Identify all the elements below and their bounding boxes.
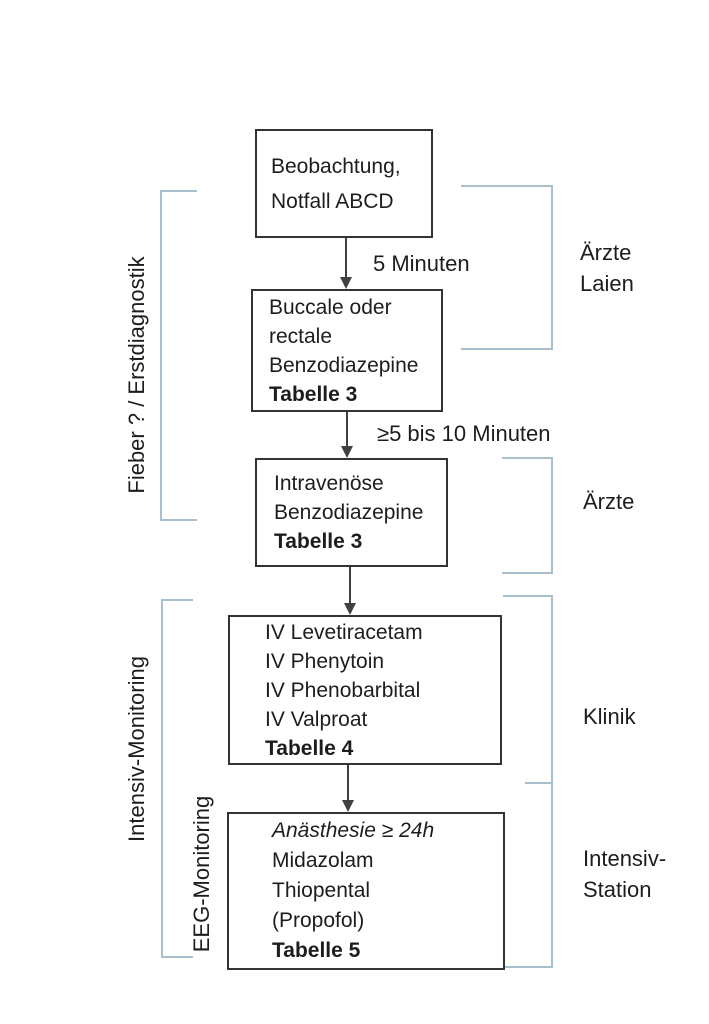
right-label-klinik: Klinik: [583, 704, 636, 729]
arrow-down-icon: [342, 800, 354, 812]
flow-box-anaesthesie: Anästhesie ≥ 24h Midazolam Thiopental (P…: [227, 812, 505, 970]
right-label-aerzte-laien: Ärzte Laien: [580, 237, 634, 299]
box-text-line: IV Phenobarbital: [265, 678, 421, 702]
box-text-line: (Propofol): [272, 909, 365, 932]
box-text-line: rectale: [269, 324, 333, 348]
right-label-intensiv-station: Intensiv- Station: [583, 843, 666, 905]
box-text-line: Notfall ABCD: [271, 189, 394, 213]
box-text-line: Benzodiazepine: [269, 353, 419, 377]
box-text-line: IV Valproat: [265, 707, 368, 731]
right-label-line: Ärzte: [580, 240, 632, 265]
box-text-tabelle-ref: Tabelle 4: [265, 736, 354, 760]
box-text-tabelle-ref: Tabelle 3: [274, 530, 363, 553]
box-text-tabelle-ref: Tabelle 5: [272, 939, 361, 962]
bracket-right-aerzte-laien: [461, 185, 553, 350]
box-text-line: Benzodiazepine: [274, 501, 424, 524]
flow-box-beobachtung: Beobachtung, Notfall ABCD: [255, 129, 433, 238]
arrow-down-icon: [340, 277, 352, 289]
box-text-anaesthesie-heading: Anästhesie ≥ 24h: [272, 819, 435, 842]
right-label-line: Intensiv-: [583, 846, 667, 871]
arrow-line-1: [345, 238, 347, 278]
arrow-down-icon: [344, 603, 356, 615]
box-text-line: Thiopental: [272, 879, 371, 902]
flow-box-buccale-rectale-benzodiazepine: Buccale oder rectale Benzodiazepine Tabe…: [251, 289, 443, 412]
bracket-right-aerzte: [502, 457, 553, 574]
flow-box-intravenoese-benzodiazepine: Intravenöse Benzodiazepine Tabelle 3: [255, 458, 448, 567]
bracket-right-klinik-intensivstation: [503, 595, 553, 968]
box-text-line: Midazolam: [272, 849, 374, 872]
bracket-left-intensiv-monitoring: [161, 599, 193, 958]
arrow-down-icon: [341, 446, 353, 458]
box-text-line: Buccale oder: [269, 295, 392, 319]
bracket-left-erstdiagnostik: [160, 190, 197, 521]
right-label-line: Station: [583, 877, 652, 902]
bracket-right-divider-tick: [525, 782, 552, 784]
arrow-line-4: [347, 765, 349, 801]
box-text-line: Beobachtung,: [271, 154, 401, 178]
box-text-line: Intravenöse: [274, 472, 384, 495]
left-label-fieber-erstdiagnostik: Fieber ? / Erstdiagnostik: [124, 256, 149, 494]
right-label-line: Laien: [580, 271, 634, 296]
left-label-intensiv-monitoring: Intensiv-Monitoring: [124, 656, 149, 842]
flow-box-iv-antikonvulsiva: IV Levetiracetam IV Phenytoin IV Phenoba…: [228, 615, 502, 765]
box-text-tabelle-ref: Tabelle 3: [269, 382, 358, 406]
box-text-line: IV Phenytoin: [265, 649, 385, 673]
arrow-line-3: [349, 567, 351, 604]
arrow-label-5-minuten: 5 Minuten: [373, 251, 470, 276]
box-text-line: IV Levetiracetam: [265, 620, 423, 644]
arrow-label-5-bis-10-minuten: ≥5 bis 10 Minuten: [377, 421, 551, 446]
arrow-line-2: [346, 412, 348, 447]
right-label-aerzte: Ärzte: [583, 489, 635, 514]
